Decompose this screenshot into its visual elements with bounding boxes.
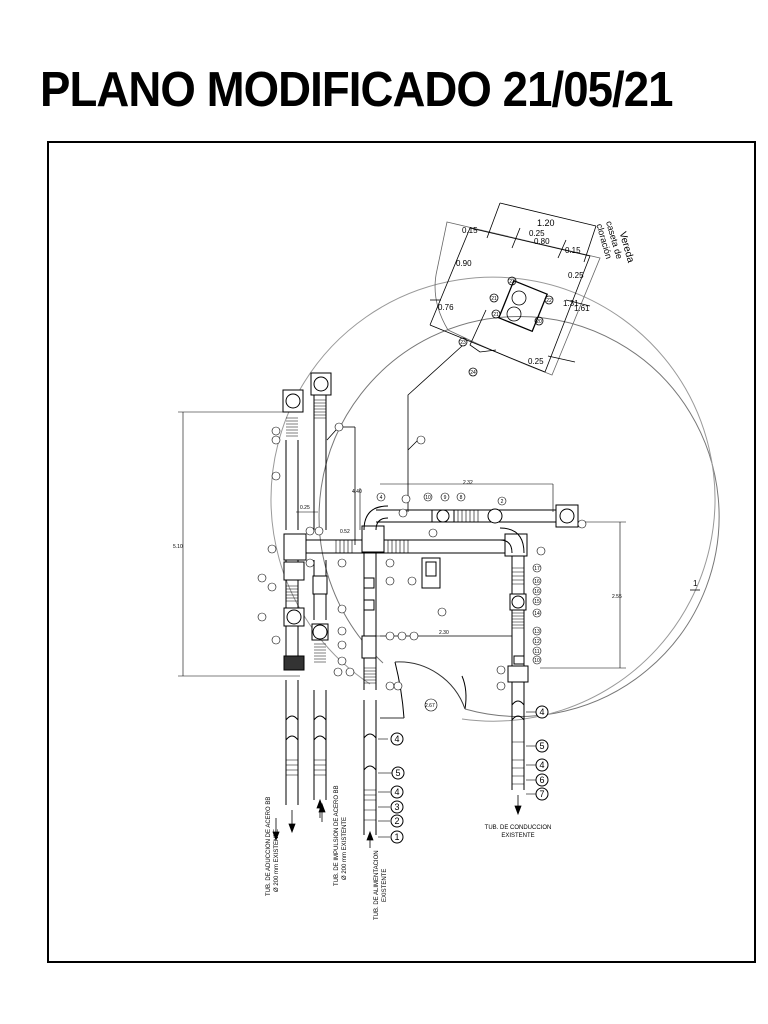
flow-arrows (288, 795, 522, 848)
dim-1-31: 1.31 (563, 299, 579, 308)
tank-outline (270, 276, 720, 722)
dim-0-15-b: 0.15 (565, 246, 581, 255)
callout-right-1: 4 (539, 707, 544, 717)
detail-bubbles (257, 422, 587, 691)
callout-top-3: 9 (444, 495, 447, 501)
callout-top-2: 10 (425, 495, 431, 501)
callout-cs-6: 23 (460, 340, 466, 346)
pipe-fittings (282, 372, 579, 683)
dim-2-30: 2.30 (439, 630, 449, 636)
callout-cs-1: 23 (509, 279, 515, 285)
callout-cs-3: 22 (546, 298, 552, 304)
callout-rc-3: 16 (534, 589, 540, 595)
callout-right-5: 7 (539, 789, 544, 799)
label-arrows (272, 802, 326, 842)
pipe-label-conduccion: TUB. DE CONDUCCION EXISTENTE (485, 825, 552, 839)
dim-0-25-top: 0.25 (529, 229, 545, 238)
dim-0-15-a: 0.15 (462, 226, 478, 235)
callout-right-3: 4 (539, 760, 544, 770)
pipe-runs (285, 395, 560, 835)
section-mark: 1 (690, 579, 700, 591)
callout-rc-5: 14 (534, 611, 540, 617)
callout-leaders (378, 711, 536, 838)
svg-text:TUB. DE ALIMENTACION: TUB. DE ALIMENTACION (374, 850, 380, 920)
callout-right-2: 5 (539, 741, 544, 751)
vereda-label: Vereda caseta de cloración (594, 220, 636, 265)
leader-lines (326, 345, 463, 545)
dim-0-25-bottom: 0.25 (528, 357, 544, 366)
callout-top-4: 8 (460, 495, 463, 501)
callout-cs-7: 24 (470, 370, 476, 376)
page-title: PLANO MODIFICADO 21/05/21 (40, 63, 674, 117)
callout-center-4: 3 (394, 802, 399, 812)
dim-1-61: 1.61 (574, 304, 590, 313)
callout-rc-4: 15 (534, 599, 540, 605)
dim-2-67: 2.67 (425, 703, 435, 709)
svg-text:EXISTENTE: EXISTENTE (382, 869, 388, 902)
right-column-callouts: 17 16 16 15 14 13 12 11 10 (532, 563, 542, 665)
dim-0-90: 0.90 (456, 259, 472, 268)
callout-center-6: 1 (394, 832, 399, 842)
callout-rc-9: 10 (534, 658, 540, 664)
dim-0-76: 0.76 (438, 303, 454, 312)
dim-5-10: 5.10 (173, 544, 183, 550)
dim-0-25-mid: 0.25 (300, 505, 310, 511)
dim-0-25-right: 0.25 (568, 271, 584, 280)
callout-cs-4: 20 (536, 319, 542, 325)
dim-2-55: 2.55 (612, 594, 622, 600)
callout-rc-8: 11 (534, 649, 539, 655)
pipe-label-impulsion: TUB. DE IMPULSION DE ACERO BB Ø 200 mm E… (334, 785, 348, 886)
svg-text:EXISTENTE: EXISTENTE (501, 833, 534, 839)
dim-1-20: 1.20 (537, 218, 555, 228)
dim-2-32: 2.32 (463, 480, 473, 486)
section-mark-label: 1 (693, 579, 698, 588)
svg-text:Ø 200 mm EXISTENTE: Ø 200 mm EXISTENTE (274, 829, 280, 892)
caseta-cloracion (429, 202, 601, 377)
right-callouts: 4 5 4 6 7 (535, 705, 549, 801)
callout-top-1: 4 (380, 495, 383, 501)
svg-text:TUB. DE ADUCCION DE ACERO BB: TUB. DE ADUCCION DE ACERO BB (266, 797, 272, 896)
callout-center-1: 4 (394, 734, 399, 744)
callout-rc-2: 16 (534, 579, 540, 585)
callout-cs-2: 21 (491, 296, 497, 302)
dim-0-80: 0.80 (534, 237, 550, 246)
callout-cs-5: 21 (493, 312, 499, 318)
center-callouts: 4 5 4 3 2 1 (390, 732, 405, 844)
pipe-label-alimentacion: TUB. DE ALIMENTACION EXISTENTE (374, 850, 388, 920)
dim-4-40: 4.40 (352, 489, 362, 495)
callout-rc-7: 12 (534, 639, 540, 645)
pipe-label-aduccion: TUB. DE ADUCCION DE ACERO BB Ø 200 mm EX… (266, 797, 280, 896)
callout-center-3: 4 (394, 787, 399, 797)
pipe-elbows (285, 505, 525, 771)
svg-text:TUB. DE CONDUCCION: TUB. DE CONDUCCION (485, 825, 552, 831)
pipe-hatching (285, 399, 524, 821)
callout-right-4: 6 (539, 775, 544, 785)
dim-0-52: 0.52 (340, 529, 350, 535)
drawing-frame (47, 141, 756, 963)
callout-top-5: 2 (501, 499, 504, 505)
svg-text:Ø 200 mm EXISTENTE: Ø 200 mm EXISTENTE (342, 817, 348, 880)
callout-center-5: 2 (394, 816, 399, 826)
top-row-callouts: 4 10 9 8 2 (376, 492, 507, 506)
callout-center-2: 5 (395, 768, 400, 778)
callout-rc-6: 13 (534, 629, 540, 635)
svg-text:TUB. DE IMPULSION DE ACERO BB: TUB. DE IMPULSION DE ACERO BB (334, 785, 340, 886)
caseta-callouts: 23 21 22 20 21 23 24 (460, 279, 552, 376)
callout-rc-1: 17 (534, 566, 540, 572)
